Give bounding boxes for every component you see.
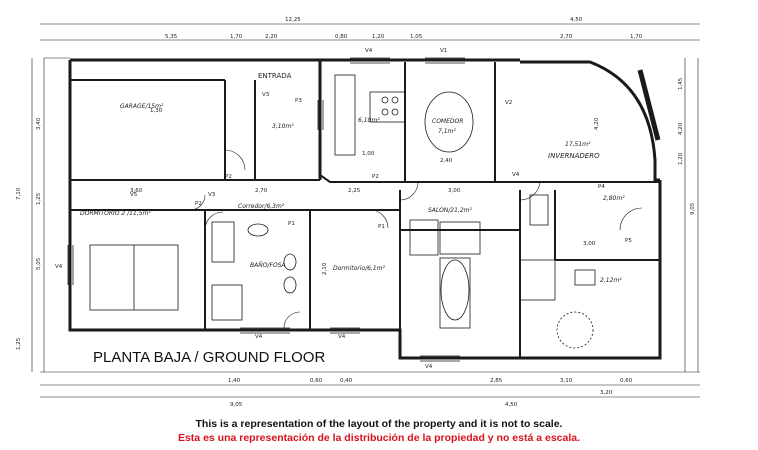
label-invernadero-area: 17,51m² [565,141,591,148]
dim-bottom-7: 3,10 [560,378,573,384]
door-tag: P2 [225,174,232,180]
dimension-lines [31,23,700,398]
dim-left-3: 5,05 [36,257,42,270]
dim-right-0: 9,05 [690,202,696,215]
dim-top-8: 2,70 [560,34,573,40]
door-tag: P3 [295,98,302,104]
label-entrada: ENTRADA [258,72,292,80]
dim-top-2: 5,35 [165,34,178,40]
exterior-walls [68,58,662,360]
dim-top-3: 1,70 [230,34,243,40]
floor-plan: GARAGE/15m² ENTRADA 6,10m² COMEDOR 7,1m²… [16,17,710,408]
dim-top-7: 1,05 [410,34,423,40]
dim-right-2: 4,20 [678,122,684,135]
window-tag: V2 [505,100,512,106]
dim-left-1: 1,25 [16,337,22,350]
dimension-labels: 12,25 4,50 5,35 1,70 2,20 0,80 1,20 1,05… [16,17,696,408]
dim-bottom-1: 3,20 [600,390,613,396]
dim-bottom-2: 4,50 [505,402,518,408]
label-comedor-area: 7,1m² [438,128,456,135]
dim-bottom-8: 0,60 [620,378,633,384]
label-pasillo: 3,10m² [272,123,294,130]
disclaimer-spanish: Esta es una representación de la distrib… [177,432,581,444]
label-dormitorio-1: DORMITORIO 2 /11,5m² [80,210,151,217]
label-dormitorio-2: Dormitorio/6,1m² [333,265,386,272]
dim-top-0: 12,25 [285,17,301,23]
window-tag: V3 [262,92,270,98]
dim-top-4: 2,20 [265,34,278,40]
dim-top-1: 4,50 [570,17,583,23]
dim-bottom-3: 1,40 [228,378,241,384]
plan-title: PLANTA BAJA / GROUND FLOOR [93,349,325,366]
label-salon: SALON/21,2m² [428,207,473,214]
dim-left-0: 7,10 [16,187,22,200]
label-comedor: COMEDOR [432,118,463,125]
label-garage: GARAGE/15m² [120,103,164,110]
dim-top-5: 0,80 [335,34,348,40]
dim-internal-5: 2,40 [440,158,453,164]
window-tag: V4 [255,334,263,340]
floor-plan-drawing: GARAGE/15m² ENTRADA 6,10m² COMEDOR 7,1m²… [16,17,710,408]
dim-internal-9: 1,30 [150,108,163,114]
door-tag: P4 [598,184,605,190]
dim-bottom-0: 9,05 [230,402,243,408]
door-tags: P2 P2 P1 P1 P3 P2 P4 P5 [195,98,632,244]
dim-internal-7: 3,00 [583,241,596,247]
doors [189,149,643,329]
dim-top-6: 1,20 [372,34,385,40]
window-tags: V4 V1 V4 V3 V2 V4 V4 V4 V3 V5 V4 [55,48,520,370]
dim-right-3: 1,20 [678,152,684,165]
dim-internal-6: 4,20 [594,117,600,130]
dim-bottom-6: 2,85 [490,378,503,384]
dim-internal-8: 1,00 [362,151,375,157]
window-tag: V1 [440,48,447,54]
dim-internal-4: 2,10 [322,262,328,275]
dim-internal-0: 2,70 [255,188,268,194]
door-tag: P1 [288,221,295,227]
window-tag: V4 [338,334,346,340]
windows [67,57,465,362]
label-cocina: 6,10m² [358,117,380,124]
label-corredor: Corredor/6,3m² [238,203,285,210]
label-small-room: 2,80m² [603,195,625,202]
label-lavadero: 2,12m² [600,277,622,284]
dim-left-2: 3,40 [36,117,42,130]
disclaimer-english: This is a representation of the layout o… [195,418,563,430]
dim-bottom-5: 0,40 [340,378,353,384]
dim-internal-3: 3,60 [130,188,143,194]
fixtures [89,74,596,349]
label-invernadero: INVERNADERO [548,152,600,160]
label-bano: BAÑO/FOSA [250,262,286,269]
dim-left-4: 1,25 [36,192,42,205]
dim-internal-1: 2,25 [348,188,361,194]
dim-internal-2: 3,00 [448,188,461,194]
window-tag: V3 [208,192,216,198]
door-tag: P2 [195,201,202,207]
room-labels: GARAGE/15m² ENTRADA 6,10m² COMEDOR 7,1m²… [80,72,625,284]
interior-walls [70,62,660,358]
window-tag: V4 [425,364,433,370]
door-tag: P5 [625,238,632,244]
window-tag: V5 [130,192,138,198]
door-tag: P1 [378,224,385,230]
window-tag: V4 [512,172,520,178]
window-tag: V4 [365,48,373,54]
north-icon: N [703,41,710,50]
dim-right-1: 1,45 [678,77,684,90]
window-tag: V4 [55,264,63,270]
dim-top-9: 1,70 [630,34,643,40]
north-marker: N [703,41,710,50]
door-tag: P2 [372,174,379,180]
dim-bottom-4: 0,60 [310,378,323,384]
